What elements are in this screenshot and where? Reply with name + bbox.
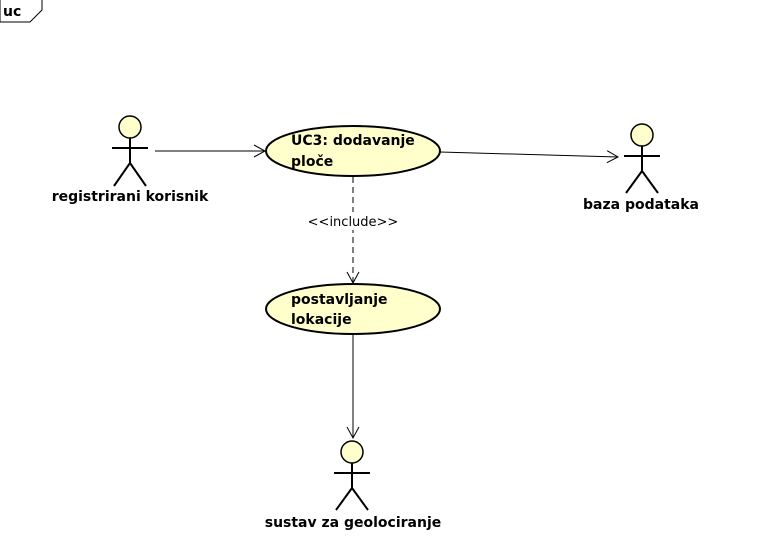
actor-sustav-za-geolociranje[interactable]: sustav za geolociranje: [265, 440, 442, 531]
association-uc3-to-database[interactable]: [439, 150, 620, 164]
actor-baza-podataka[interactable]: baza podataka: [583, 123, 699, 213]
use-case-label-line1: postavljanje: [291, 292, 388, 308]
actor-label: sustav za geolociranje: [265, 515, 442, 531]
actor-figure-icon: [624, 123, 660, 194]
include-relation[interactable]: <<include>>: [308, 177, 399, 285]
actor-registrirani-korisnik[interactable]: registrirani korisnik: [52, 115, 209, 205]
actor-label: registrirani korisnik: [52, 189, 209, 205]
include-stereotype-label: <<include>>: [308, 215, 399, 230]
use-case-label-line2: lokacije: [291, 312, 352, 328]
diagram-frame-tab: uc: [0, 0, 43, 23]
actor-figure-icon: [334, 440, 370, 511]
use-case-label-line2: ploče: [291, 154, 333, 170]
actor-figure-icon: [112, 115, 148, 187]
actor-label: baza podataka: [583, 197, 699, 213]
frame-label: uc: [3, 4, 21, 20]
use-case-uc3-dodavanje-ploce[interactable]: UC3: dodavanje ploče: [265, 125, 441, 177]
use-case-label-line1: UC3: dodavanje: [291, 133, 415, 149]
use-case-postavljanje-lokacije[interactable]: postavljanje lokacije: [265, 283, 441, 335]
